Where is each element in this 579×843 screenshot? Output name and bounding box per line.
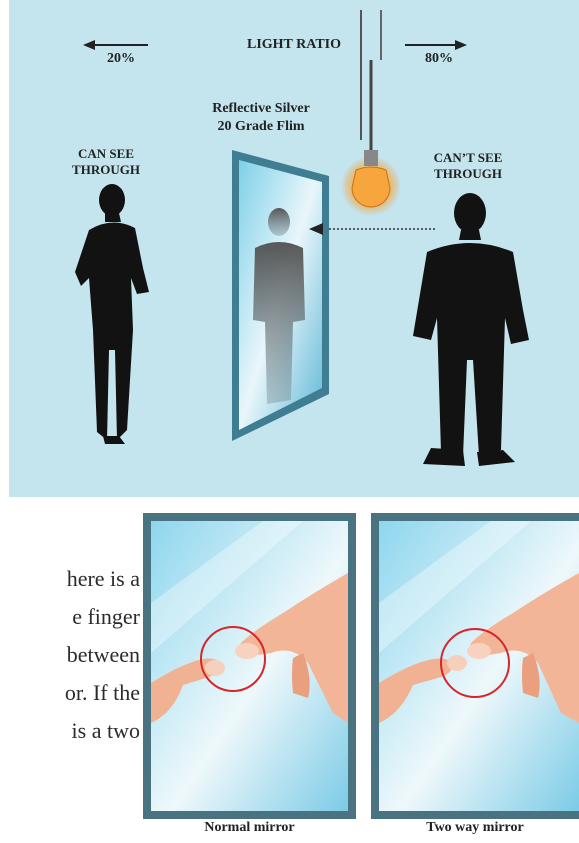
can-see-line-2: THROUGH <box>51 162 161 178</box>
body-text-line-4: or. If the <box>0 680 140 706</box>
right-percent-label: 80% <box>399 50 479 68</box>
lamp-cord <box>361 10 381 150</box>
film-label-line-1: Reflective Silver <box>191 100 331 118</box>
man-silhouette <box>413 193 529 466</box>
arrow-left-icon <box>83 40 148 50</box>
light-bulb-icon <box>341 150 401 216</box>
diagram-artwork <box>9 0 579 497</box>
arrow-right-icon <box>405 40 467 50</box>
light-ratio-label: LIGHT RATIO <box>231 36 357 54</box>
body-text-line-5: is a two <box>0 718 140 744</box>
normal-mirror-caption: Normal mirror <box>143 820 356 836</box>
light-ratio-diagram: 20% LIGHT RATIO 80% Reflective Silver 20… <box>9 0 579 497</box>
two-way-mirror-caption: Two way mirror <box>371 820 579 836</box>
can-see-through-label: CAN SEE THROUGH <box>51 146 161 179</box>
cant-see-through-label: CAN’T SEE THROUGH <box>408 150 528 183</box>
cant-see-line-1: CAN’T SEE <box>408 150 528 166</box>
body-text-line-3: between <box>0 642 140 668</box>
normal-mirror-photo <box>143 513 356 819</box>
woman-silhouette <box>75 184 149 444</box>
two-way-mirror-photo <box>371 513 579 819</box>
body-text-line-2: e finger <box>0 604 140 630</box>
film-label-line-2: 20 Grade Flim <box>191 118 331 136</box>
two-way-mirror <box>232 150 329 441</box>
left-percent-label: 20% <box>81 50 161 68</box>
cant-see-line-2: THROUGH <box>408 166 528 182</box>
body-text-line-1: here is a <box>0 566 140 592</box>
film-label: Reflective Silver 20 Grade Flim <box>191 100 331 135</box>
can-see-line-1: CAN SEE <box>51 146 161 162</box>
